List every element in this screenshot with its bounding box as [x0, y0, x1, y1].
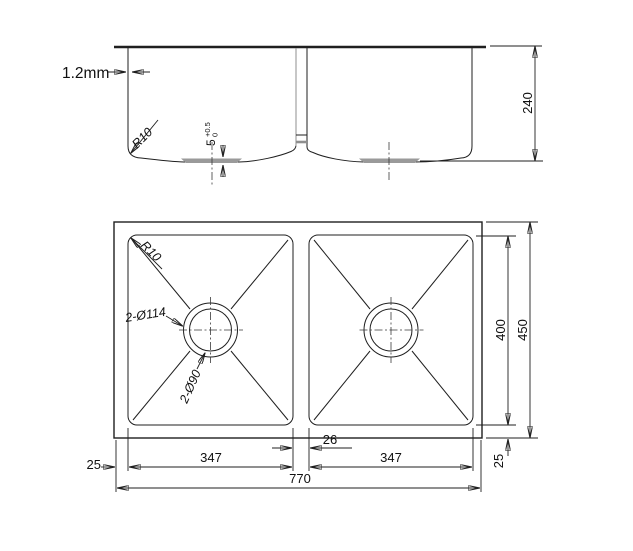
wall-thickness-label: 1.2mm	[62, 65, 109, 82]
bottom-extension-lines	[115, 428, 482, 492]
right-bowl-diagonals	[313, 239, 469, 421]
depth-label: 240	[520, 92, 535, 114]
callout-radius-elevation: R10	[129, 119, 159, 153]
diagonal-line	[411, 350, 469, 421]
bowl-width-left-label: 347	[200, 450, 222, 465]
boss-height-value: 5	[204, 139, 218, 146]
callout-drain-inner: 2-Ø90	[177, 353, 205, 406]
left-bowl-diagonals	[132, 239, 289, 421]
bowl-length-label: 400	[493, 319, 508, 341]
diagonal-line	[313, 350, 371, 421]
leader-line	[165, 315, 183, 326]
dim-depth: 240	[420, 45, 543, 162]
dim-margin-left: 25	[87, 457, 115, 472]
diagonal-line	[132, 350, 191, 421]
right-bowl-profile	[306, 48, 473, 163]
diagonal-line	[313, 239, 371, 310]
overall-width-label: 770	[289, 471, 311, 486]
boss-height-tol-minus: 0	[211, 133, 220, 137]
radius-label: R10	[138, 238, 164, 264]
left-drain-hole	[179, 297, 243, 363]
dim-divider: 26	[272, 432, 352, 448]
dim-wall-thickness: 1.2mm	[62, 65, 150, 82]
leader-line	[196, 353, 205, 370]
leader-line	[131, 238, 163, 270]
diagonal-line	[411, 239, 469, 310]
boss-height-text: 5 +0.5 0	[203, 122, 220, 146]
radius-label: R10	[129, 125, 155, 151]
left-bowl-profile	[127, 48, 297, 163]
right-drain-hole	[359, 297, 424, 363]
diagonal-line	[230, 350, 289, 421]
dim-overall-width: 770	[118, 471, 480, 488]
dim-bowl-width-right: 347	[311, 450, 472, 467]
dim-overall-length: 450	[486, 221, 538, 439]
diagonal-line	[230, 239, 289, 310]
margin-bottom-label: 25	[491, 454, 506, 468]
plan-view: R10 2-Ø114 2-Ø90 400 450 25	[87, 221, 538, 492]
overall-length-label: 450	[515, 319, 530, 341]
right-drain-boss	[359, 158, 420, 163]
boss-height-tol-plus: +0.5	[203, 122, 212, 137]
callout-radius-plan: R10	[131, 238, 164, 270]
left-drain-boss	[181, 158, 242, 163]
drain-inner-label: 2-Ø90	[177, 368, 204, 406]
divider-label: 26	[323, 432, 337, 447]
margin-left-label: 25	[87, 457, 101, 472]
leader-line	[131, 119, 159, 153]
drain-outer-label: 2-Ø114	[123, 305, 166, 325]
dim-margin-bottom: 25	[491, 440, 508, 468]
dim-bowl-width-left: 347	[130, 450, 292, 467]
elevation-view: 1.2mm R10 5 +0.5 0 240	[62, 45, 543, 187]
right-bowl	[308, 234, 474, 426]
diagonal-line	[132, 239, 191, 310]
bowl-width-right-label: 347	[380, 450, 402, 465]
dim-bowl-length: 400	[476, 235, 516, 426]
outer-rim	[113, 221, 483, 439]
left-bowl	[127, 234, 294, 426]
callout-drain-outer: 2-Ø114	[123, 305, 182, 326]
dim-drain-boss-height: 5 +0.5 0	[203, 122, 223, 177]
